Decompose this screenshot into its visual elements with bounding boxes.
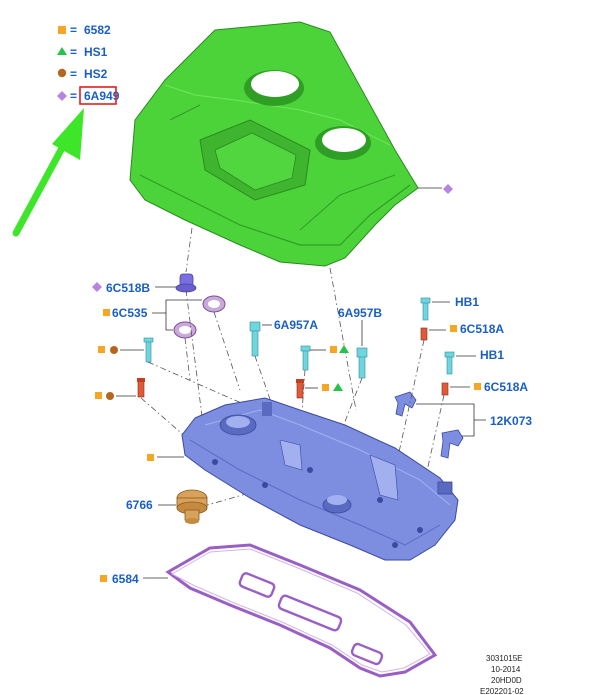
highlight-box — [79, 86, 117, 105]
square-marker-icon — [95, 392, 102, 399]
square-symbol-icon — [58, 26, 66, 34]
label-12k073: 12K073 — [490, 414, 532, 428]
square-marker-icon — [330, 346, 337, 353]
square-marker-icon — [474, 383, 481, 390]
ref-line-1: 3031015E — [486, 654, 522, 663]
valve-cover-gasket-6584 — [165, 543, 438, 678]
square-marker-icon — [103, 309, 110, 316]
bolt-6c518a-lower — [441, 382, 449, 396]
legend-text-hs2: HS2 — [84, 67, 108, 81]
diamond-marker-icon — [443, 184, 453, 194]
triangle-marker-icon — [339, 345, 349, 353]
square-marker-icon — [100, 575, 107, 582]
circle-symbol-icon — [57, 68, 67, 78]
diamond-marker-icon — [92, 282, 102, 292]
camshaft-sensor-12k073-upper — [394, 391, 417, 417]
oil-filler-cap-6766 — [176, 489, 208, 524]
square-marker-icon — [450, 325, 457, 332]
circle-marker-icon — [110, 346, 118, 354]
legend-eq-2: = — [70, 45, 77, 59]
label-hb1-upper: HB1 — [455, 295, 479, 309]
label-6c535: 6C535 — [112, 306, 148, 320]
sensor-6a957a — [249, 321, 261, 357]
legend-eq-1: = — [70, 23, 77, 37]
square-marker-icon — [147, 454, 154, 461]
triangle-marker-icon — [333, 383, 343, 391]
grommet-6c518b — [175, 273, 197, 293]
valve-cover — [181, 397, 459, 561]
square-marker-icon — [322, 384, 329, 391]
ref-line-2: 10-2014 — [491, 665, 521, 674]
ref-line-3: 20HD0D — [491, 676, 522, 685]
label-6c518a-upper: 6C518A — [460, 322, 504, 336]
legend-eq-4: = — [70, 89, 77, 103]
reference-block: 3031015E 10-2014 20HD0D E202201-02 — [480, 654, 524, 695]
stud-bolt-middle — [300, 345, 311, 371]
circle-marker-icon — [106, 392, 114, 400]
engine-cover-6a949 — [129, 21, 419, 267]
legend-text-6582: 6582 — [84, 23, 111, 37]
stud-bolt-upper-left — [143, 337, 154, 363]
label-6584: 6584 — [112, 572, 139, 586]
triangle-symbol-icon — [57, 47, 67, 55]
seal-ring-6c535-upper — [202, 295, 226, 313]
camshaft-sensor-12k073-lower — [440, 429, 464, 459]
sensor-6a957b — [356, 347, 368, 379]
pointer-arrow-icon — [12, 108, 84, 237]
bolt-lower-left — [137, 378, 145, 398]
diamond-symbol-icon — [57, 91, 67, 101]
label-6c518a-lower: 6C518A — [484, 380, 528, 394]
label-6766: 6766 — [126, 498, 153, 512]
seal-ring-6c535-lower — [173, 321, 197, 339]
label-6a957b: 6A957B — [338, 306, 382, 320]
label-6c518b: 6C518B — [106, 281, 150, 295]
label-6a957a: 6A957A — [274, 318, 318, 332]
stud-bolt-hb1-lower — [444, 351, 455, 375]
legend: = 6582 = HS1 = HS2 = 6A949 — [57, 23, 120, 105]
legend-text-6a949: 6A949 — [84, 89, 120, 103]
stud-bolt-hb1-upper — [420, 297, 431, 321]
ref-line-4: E202201-02 — [480, 687, 524, 695]
legend-eq-3: = — [70, 67, 77, 81]
bolt-6c518a-upper — [420, 327, 428, 341]
legend-text-hs1: HS1 — [84, 45, 108, 59]
square-marker-icon — [98, 346, 105, 353]
bolt-middle — [296, 379, 304, 399]
label-hb1-lower: HB1 — [480, 348, 504, 362]
